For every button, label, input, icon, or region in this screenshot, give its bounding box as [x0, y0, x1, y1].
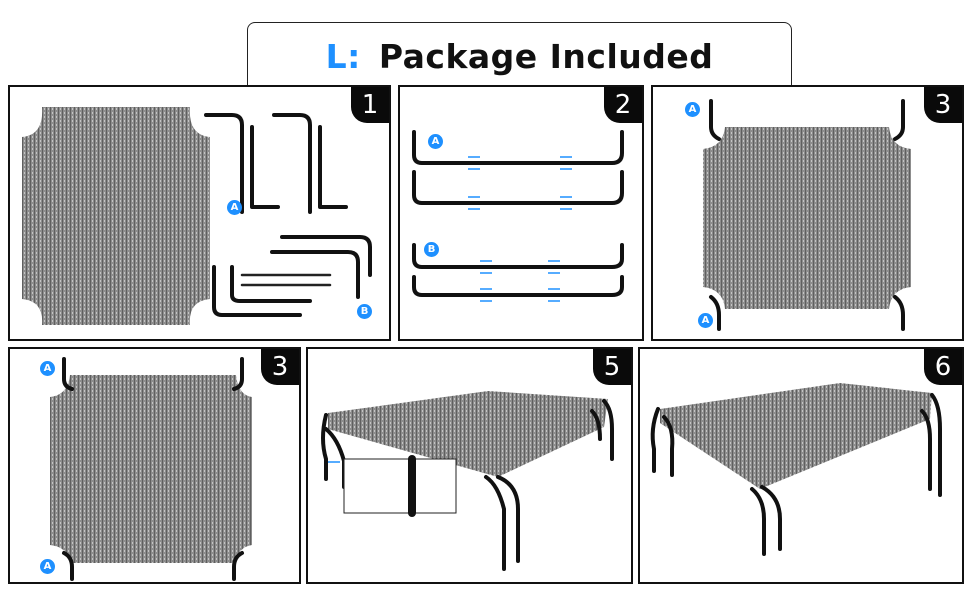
bed-cover-illustration — [50, 357, 252, 581]
section-letter: L: — [325, 37, 361, 76]
label-a: A — [698, 313, 713, 328]
bed-cover-illustration — [703, 99, 911, 331]
step-number-badge: 5 — [593, 349, 631, 385]
step-number-badge: 3 — [261, 349, 299, 385]
label-b: B — [357, 304, 372, 319]
assembled-bed-illustration — [321, 391, 614, 571]
panel-3b-attach: A A 3 — [8, 347, 301, 584]
title-banner: L: Package Included — [247, 22, 792, 93]
panel-5-assembled: 5 — [306, 347, 633, 584]
panel-2-assembly: A B 2 — [398, 85, 644, 341]
step-number-badge: 2 — [604, 87, 642, 123]
finished-bed-illustration — [650, 383, 942, 556]
frame-assembly-illustration — [412, 130, 624, 302]
panel-3-attach: A A 3 — [651, 85, 964, 341]
label-a: A — [685, 102, 700, 117]
label-b: B — [424, 242, 439, 257]
label-a: A — [428, 134, 443, 149]
step-number-badge: 1 — [351, 87, 389, 123]
label-a: A — [40, 559, 55, 574]
step-number-badge: 3 — [924, 87, 962, 123]
title-text: Package Included — [378, 37, 714, 76]
parts-illustration — [22, 107, 372, 325]
label-a: A — [227, 200, 242, 215]
step-number-badge: 6 — [924, 349, 962, 385]
panel-1-parts: A B 1 — [8, 85, 391, 341]
panel-6-finished: 6 — [638, 347, 964, 584]
label-a: A — [40, 361, 55, 376]
page-title: L: Package Included — [248, 37, 791, 76]
